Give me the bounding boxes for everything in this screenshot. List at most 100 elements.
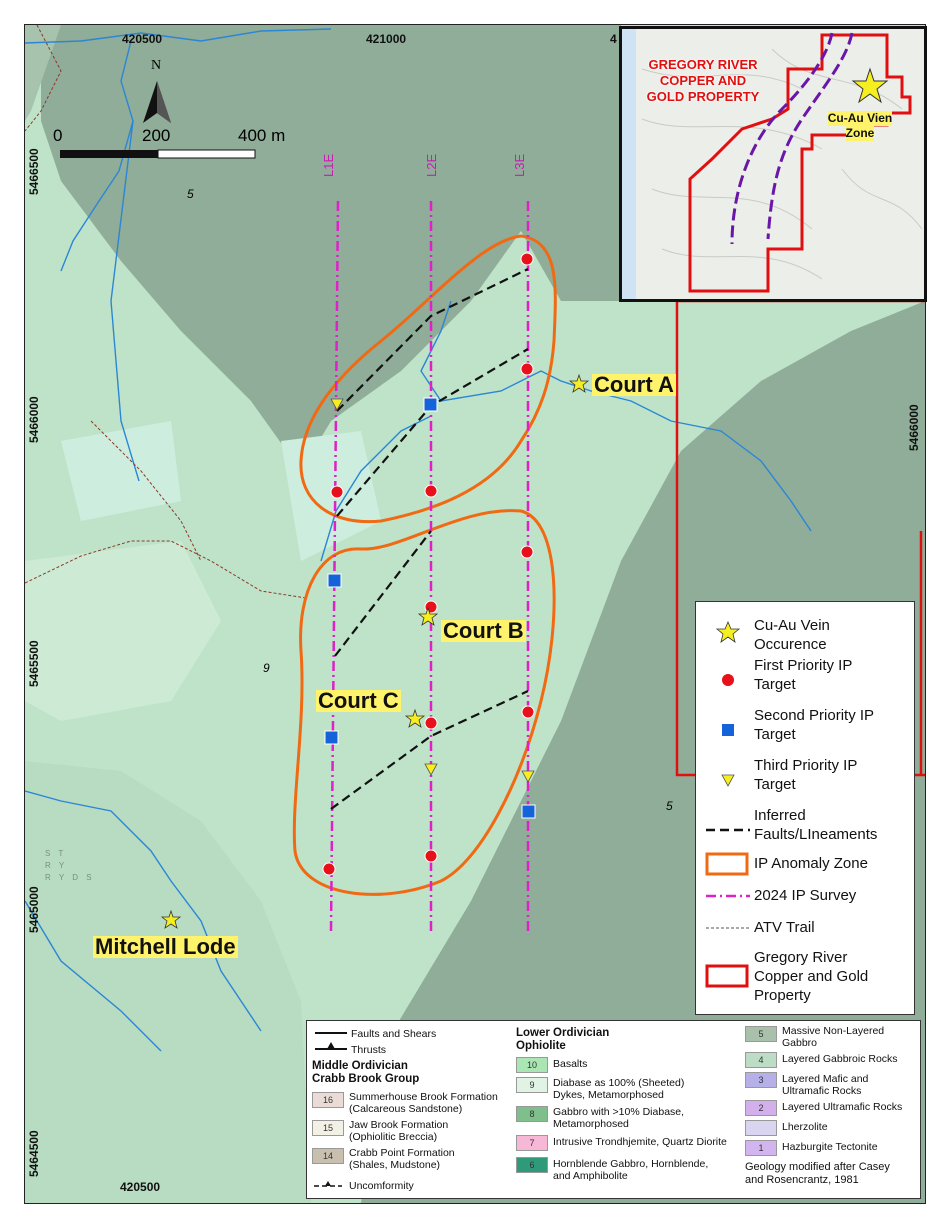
- unit-pale-patch: [281, 431, 381, 561]
- geo-swatch-16: 16: [312, 1092, 344, 1108]
- second-priority-targets: [324, 397, 536, 819]
- coord-right-1: 5466000: [907, 404, 921, 451]
- geo-unit-line: (Ophiolitic Breccia): [349, 1131, 438, 1143]
- coord-left-1: 5466500: [27, 148, 41, 195]
- geo-unit-line: (Shales, Mudstone): [349, 1159, 441, 1171]
- scale-bar-black: [60, 150, 158, 158]
- geo-unit-line: Jaw Brook Formation: [349, 1119, 449, 1131]
- legend-line: Faults/LIneaments: [754, 826, 878, 843]
- inset-vein-line: Cu-Au Vien: [827, 111, 893, 126]
- atv-trail-branch: [90, 420, 202, 562]
- dashed-line-icon: [706, 828, 750, 832]
- legend-line: Target: [754, 776, 796, 793]
- legend-line: Target: [754, 676, 796, 693]
- faint-text-2: R Y: [45, 861, 68, 870]
- geo-unit-line: Summerhouse Brook Formation: [349, 1091, 498, 1103]
- blue-square-icon: [722, 724, 734, 736]
- coord-top-1: 420500: [122, 32, 163, 46]
- inset-canvas: [622, 29, 924, 299]
- legend-line: Inferred: [754, 807, 806, 824]
- unit-label-1: 5: [187, 187, 194, 201]
- geo-faults: Faults and Shears: [351, 1028, 437, 1040]
- ip-anomaly-zone-south: [292, 509, 556, 896]
- inset-vein-label: Cu-Au Vien Zone: [825, 111, 895, 141]
- geo-swatch-3: 3: [745, 1072, 777, 1088]
- first-priority-targets: [322, 252, 535, 876]
- geo-unconformity: Uncomformity: [349, 1180, 414, 1192]
- geo-unit-line: Lherzolite: [782, 1121, 828, 1133]
- geo-thrusts: Thrusts: [351, 1044, 387, 1056]
- legend-line: Target: [754, 726, 796, 743]
- atv-trail-north: [25, 25, 62, 132]
- inset-vein-line: Zone: [845, 126, 875, 141]
- unit-diabase-patch: [25, 541, 221, 721]
- legend-line: IP Anomaly Zone: [754, 855, 868, 872]
- geo-unit-line: Crabb Point Formation: [349, 1147, 455, 1159]
- inset-title-line: GOLD PROPERTY: [646, 89, 760, 104]
- survey-label-l1e: L1E: [321, 153, 336, 177]
- legend-line: ATV Trail: [754, 919, 815, 936]
- yellow-triangle-icon: [721, 774, 735, 787]
- geo-swatch-9: 9: [516, 1077, 548, 1093]
- unit-southwest: [25, 761, 311, 1203]
- geo-swatch-14: 14: [312, 1148, 344, 1164]
- coord-bottom-1: 420500: [120, 1180, 161, 1194]
- geo-credit: Geology modified after Casey: [745, 1161, 890, 1173]
- geo-unit-line: Basalts: [553, 1058, 588, 1070]
- third-priority-targets: [330, 398, 535, 783]
- geo-middle-heading: Crabb Brook Group: [312, 1073, 420, 1085]
- geo-unit-line: Gabbro with >10% Diabase,: [553, 1106, 685, 1118]
- survey-label-l2e: L2E: [424, 153, 439, 177]
- geo-unit-line: Layered Gabbroic Rocks: [782, 1053, 898, 1065]
- unit-label-3: 5: [666, 799, 673, 813]
- geo-unit-line: Hazburgite Tectonite: [782, 1141, 878, 1153]
- legend-line: Gregory River: [754, 949, 848, 966]
- occurrence-stars: [160, 373, 590, 929]
- inset-vein-star-icon: [851, 67, 889, 104]
- geo-swatch-15: 15: [312, 1120, 344, 1136]
- geo-credit: and Rosencrantz, 1981: [745, 1174, 859, 1186]
- inset-title-line: COPPER AND: [659, 73, 747, 88]
- geo-unit-line: Dykes, Metamorphosed: [553, 1089, 664, 1101]
- geo-swatch-1: 1: [745, 1140, 777, 1156]
- coord-left-5: 5464500: [27, 1130, 41, 1177]
- geo-middle-heading: Middle Ordivician: [312, 1060, 408, 1072]
- survey-label-l3e: L3E: [512, 153, 527, 177]
- scale-zero: 0: [53, 126, 63, 145]
- label-court-c: Court C: [316, 688, 401, 713]
- geo-unit-line: Intrusive Trondhjemite, Quartz Diorite: [553, 1136, 727, 1148]
- faint-text-3: R Y D S: [45, 873, 95, 882]
- geo-swatch-8: 8: [516, 1106, 548, 1122]
- legend-line: Property: [754, 987, 811, 1004]
- scale-end: 400 m: [238, 126, 286, 145]
- inset-title: GREGORY RIVER COPPER AND GOLD PROPERTY: [628, 57, 778, 105]
- geo-unit-line: Diabase as 100% (Sheeted): [553, 1077, 685, 1089]
- legend-line: Occurence: [754, 636, 827, 653]
- geo-unit-line: Massive Non-Layered: [782, 1025, 885, 1037]
- geo-swatch-6: 6: [516, 1157, 548, 1173]
- atv-trail: [25, 540, 307, 599]
- label-court-a: Court A: [592, 372, 676, 397]
- geo-unit-line: Layered Mafic and: [782, 1073, 869, 1085]
- geo-lower-heading: Ophiolite: [516, 1040, 566, 1052]
- geo-unit-line: Hornblende Gabbro, Hornblende,: [553, 1158, 709, 1170]
- geo-swatch-4: 4: [745, 1052, 777, 1068]
- unit-label-2: 9: [263, 661, 270, 675]
- red-circle-icon: [722, 674, 734, 686]
- fault-symbols: [315, 1032, 347, 1050]
- dashdot-line-icon: [706, 894, 750, 898]
- unit-massive-gabbro-north: [41, 25, 621, 471]
- coord-top-2: 421000: [366, 32, 407, 46]
- geo-swatch-2: 2: [745, 1100, 777, 1116]
- geo-swatch-10: 10: [516, 1057, 548, 1073]
- coord-left-2: 5466000: [27, 396, 41, 443]
- inset-title-line: GREGORY RIVER: [648, 57, 758, 72]
- yellow-star-icon: [715, 620, 741, 643]
- geo-unit-line: Ultramafic Rocks: [782, 1085, 862, 1097]
- north-label: N: [151, 58, 162, 73]
- coord-left-3: 5465500: [27, 640, 41, 687]
- geo-unit-line: Gabbro: [782, 1037, 818, 1049]
- geo-swatch-7: 7: [516, 1135, 548, 1151]
- legend-line: First Priority IP: [754, 657, 853, 674]
